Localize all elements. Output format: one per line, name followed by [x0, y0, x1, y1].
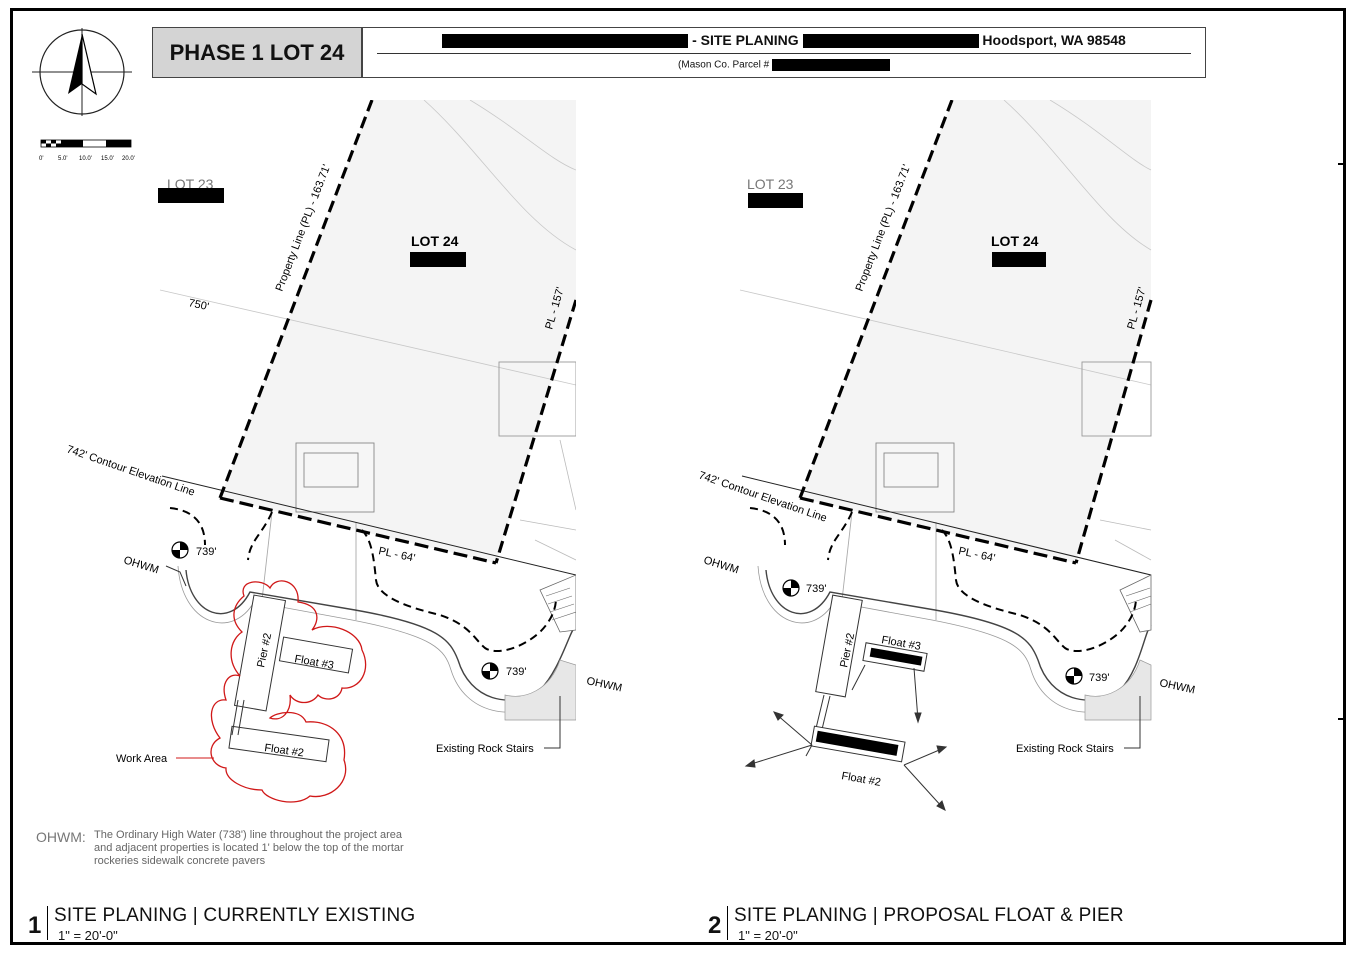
elevation-label: 739' [806, 583, 826, 595]
scale-tick-label: 5.0' [58, 156, 68, 162]
contour-750 [159, 289, 576, 386]
neighbor-structure [1081, 361, 1152, 437]
ohwm-label: OHWM [702, 554, 740, 576]
lot-23-label: LOT 23 [747, 176, 794, 192]
contour-742-label: 742' Contour Elevation Line [65, 443, 196, 498]
ohwm-note-text: The Ordinary High Water (738') line thro… [94, 829, 404, 867]
contour-742 [169, 507, 557, 652]
movement-arrows-icon [744, 664, 948, 811]
lot-24-area [800, 100, 1151, 563]
elevation-marker-icon [782, 579, 800, 597]
scale-tick-label: 0' [39, 156, 43, 162]
redaction [771, 59, 890, 71]
title-block: - SITE PLANING Hoodsport, WA 98548 (Maso… [362, 27, 1206, 78]
redaction [410, 252, 466, 267]
scale-bar: 0' 5.0' 10.0' 15.0' 20.0' [39, 139, 135, 162]
elevation-label: 739' [506, 666, 526, 678]
seawall-line [765, 569, 1152, 701]
contour-742 [749, 507, 1137, 652]
divider [47, 906, 48, 940]
contour-750-label: 750' [187, 297, 210, 313]
redaction [992, 252, 1046, 267]
ohwm-label: OHWM [585, 675, 623, 694]
neighbor-structure [498, 361, 576, 437]
property-line-east [494, 299, 576, 564]
pier-2 [815, 594, 863, 698]
work-area-cloud [210, 580, 367, 803]
drawing-frame [10, 8, 1346, 945]
ohwm-label: OHWM [122, 554, 160, 576]
elevation-marker-icon [171, 541, 189, 559]
float-2-decking [815, 730, 899, 756]
elevation-marker-icon [1065, 667, 1083, 685]
view-scale: 1" = 20'-0" [58, 928, 118, 943]
lot-24-label: LOT 24 [411, 233, 459, 249]
work-area-label: Work Area [116, 753, 168, 765]
elevation-marker-icon [481, 662, 499, 680]
view-title: SITE PLANING | CURRENTLY EXISTING [54, 905, 416, 926]
lot-24-area [220, 100, 576, 563]
ohwm-label: OHWM [1158, 677, 1196, 696]
pl-64-label: PL - 64' [377, 545, 416, 564]
redaction [748, 193, 803, 208]
margin-tick [1338, 163, 1346, 165]
margin-tick [1338, 718, 1346, 720]
rock-stairs-label: Existing Rock Stairs [1016, 743, 1114, 755]
phase-title: PHASE 1 LOT 24 [152, 27, 362, 78]
float-2-label: Float #2 [264, 742, 305, 759]
title-line: - SITE PLANING Hoodsport, WA 98548 [363, 32, 1205, 49]
rock-stairs [539, 574, 576, 633]
pier-2 [233, 594, 287, 712]
property-line-south [799, 496, 1077, 565]
house-outline [875, 442, 955, 513]
house-outline [295, 442, 375, 513]
location-label: Hoodsport, WA 98548 [982, 32, 1126, 48]
redaction [158, 188, 224, 203]
property-line-south [219, 496, 497, 565]
seawall-line [185, 569, 576, 701]
pl-64-label: PL - 64' [957, 545, 996, 564]
site-plan-existing: LOT 23 LOT 24 Property Line (PL) - 163.7… [65, 100, 623, 803]
property-line-east [1074, 299, 1153, 564]
rockery [504, 659, 576, 721]
redaction [802, 34, 979, 49]
parcel-line: (Mason Co. Parcel # [363, 59, 1205, 71]
divider [727, 906, 728, 940]
ohwm-note-key: OHWM: [36, 829, 86, 845]
elevation-label: 739' [196, 546, 216, 558]
site-plan-proposal: LOT 23 LOT 24 Property Line (PL) - 163.7… [697, 100, 1196, 811]
view-number: 2 [708, 912, 722, 939]
rock-stairs-label: Existing Rock Stairs [436, 743, 534, 755]
view-scale: 1" = 20'-0" [738, 928, 798, 943]
scale-tick-label: 10.0' [79, 156, 92, 162]
rockery [1084, 659, 1152, 721]
north-arrow-icon [32, 28, 132, 116]
lot-24-label: LOT 24 [991, 233, 1039, 249]
elevation-label: 739' [1089, 672, 1109, 684]
parcel-label: (Mason Co. Parcel # [678, 59, 770, 71]
divider [377, 53, 1191, 54]
float-2-label: Float #2 [840, 770, 881, 789]
view-number: 1 [28, 912, 42, 939]
view-title: SITE PLANING | PROPOSAL FLOAT & PIER [734, 905, 1124, 926]
float-3 [278, 636, 354, 674]
scale-tick-label: 20.0' [122, 156, 135, 162]
redaction [442, 34, 689, 49]
scale-tick-label: 15.0' [101, 156, 114, 162]
site-planing-label: - SITE PLANING [692, 32, 799, 48]
float-2 [228, 725, 330, 763]
float-3-decking [869, 647, 923, 666]
